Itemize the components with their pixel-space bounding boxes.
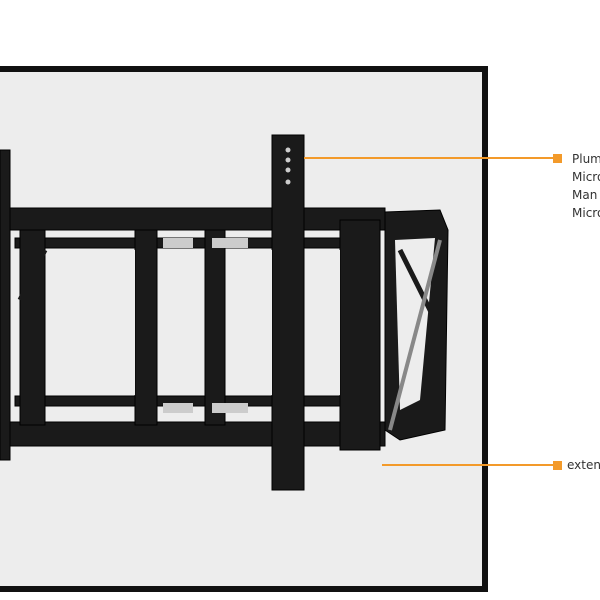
bottom-rail — [9, 421, 386, 447]
callout-label-bottom: exten — [567, 456, 600, 474]
callout-line-bottom — [382, 464, 554, 466]
gas-strut — [388, 239, 442, 431]
top-rail — [9, 207, 386, 231]
label-line: Micro — [572, 170, 600, 184]
callout-line-top — [304, 157, 556, 159]
label-line: exten — [567, 458, 600, 472]
callout-marker-top — [553, 154, 562, 163]
label-line: Man — [572, 188, 598, 202]
label-line: Plum — [572, 152, 600, 166]
callout-marker-bottom — [553, 461, 562, 470]
label-line: Micro — [572, 206, 600, 220]
callout-label-top: Plum Micro Man Micro — [572, 150, 600, 222]
vertical-upright — [271, 134, 305, 491]
